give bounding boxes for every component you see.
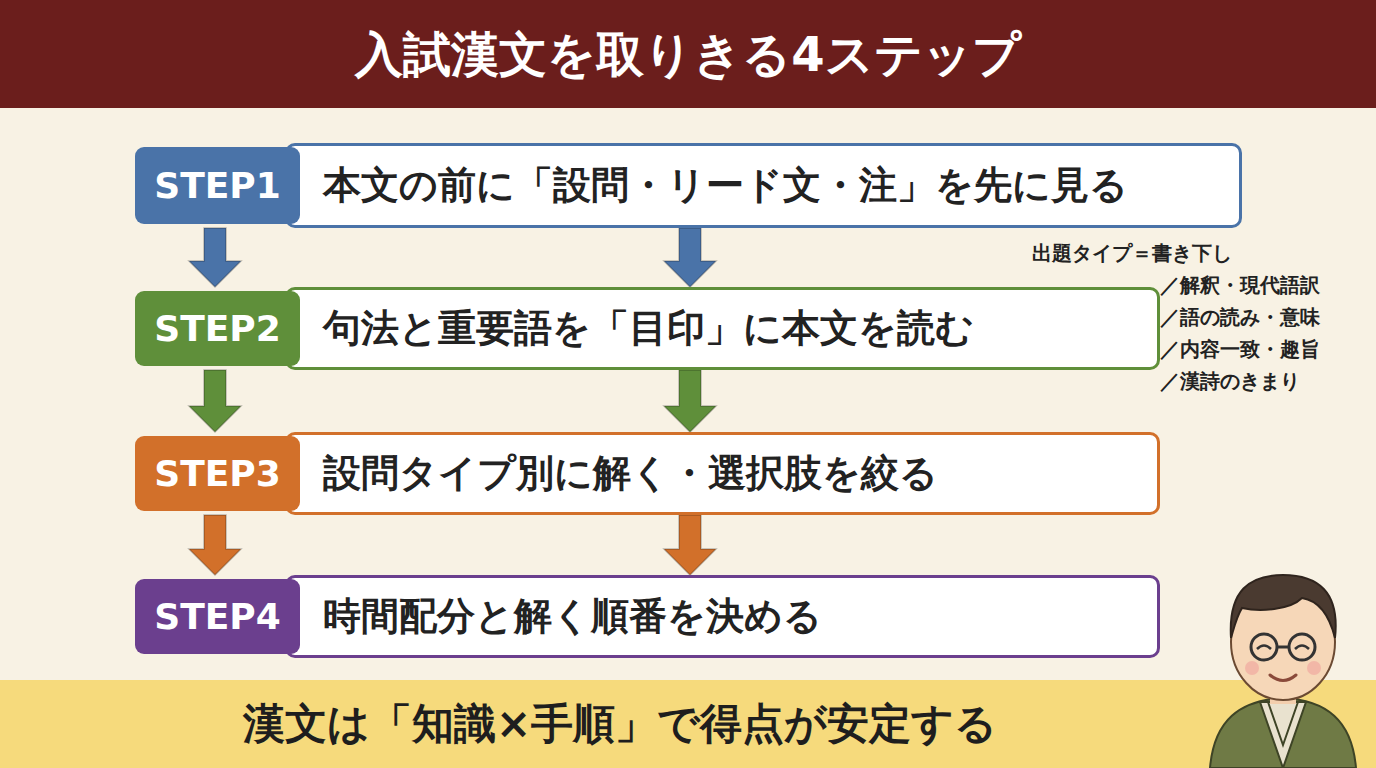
caption-text: 漢文は「知識×手順」で得点が安定する	[20, 680, 1220, 768]
side-note: ／語の読み・意味	[1160, 304, 1320, 331]
step-arrow	[189, 515, 241, 575]
step-tab: STEP3	[135, 436, 300, 511]
step-arrow	[664, 370, 716, 432]
step-box: STEP1 本文の前に「設問・リード文・注」を先に見る	[135, 143, 1242, 228]
step-arrow	[664, 515, 716, 575]
side-note: ／漢詩のきまり	[1160, 368, 1300, 395]
arrow-shape	[189, 515, 241, 575]
arrow-shape	[189, 370, 241, 432]
step-box: STEP4 時間配分と解く順番を決める	[135, 575, 1160, 658]
step-text: 句法と重要語を「目印」に本文を読む	[323, 287, 974, 370]
side-note: ／解釈・現代語訳	[1160, 272, 1320, 299]
step-text: 時間配分と解く順番を決める	[323, 575, 822, 658]
arrow-shape	[664, 370, 716, 432]
step-arrow	[189, 370, 241, 432]
step-tab: STEP2	[135, 291, 300, 366]
arrow-shape	[664, 515, 716, 575]
step-arrow	[189, 228, 241, 287]
title-text: 入試漢文を取りきる4ステップ	[0, 0, 1376, 108]
step-box: STEP3 設問タイプ別に解く・選択肢を絞る	[135, 432, 1160, 515]
teacher-illustration	[1190, 530, 1376, 768]
arrow-shape	[189, 228, 241, 287]
step-arrow	[664, 228, 716, 287]
side-note: 出題タイプ＝書き下し	[1032, 240, 1232, 267]
step-tab: STEP4	[135, 579, 300, 654]
step-tab: STEP1	[135, 147, 300, 224]
arrow-shape	[664, 228, 716, 287]
step-box: STEP2 句法と重要語を「目印」に本文を読む	[135, 287, 1160, 370]
side-note: ／内容一致・趣旨	[1160, 336, 1320, 363]
step-text: 設問タイプ別に解く・選択肢を絞る	[323, 432, 938, 515]
step-text: 本文の前に「設問・リード文・注」を先に見る	[323, 143, 1128, 228]
